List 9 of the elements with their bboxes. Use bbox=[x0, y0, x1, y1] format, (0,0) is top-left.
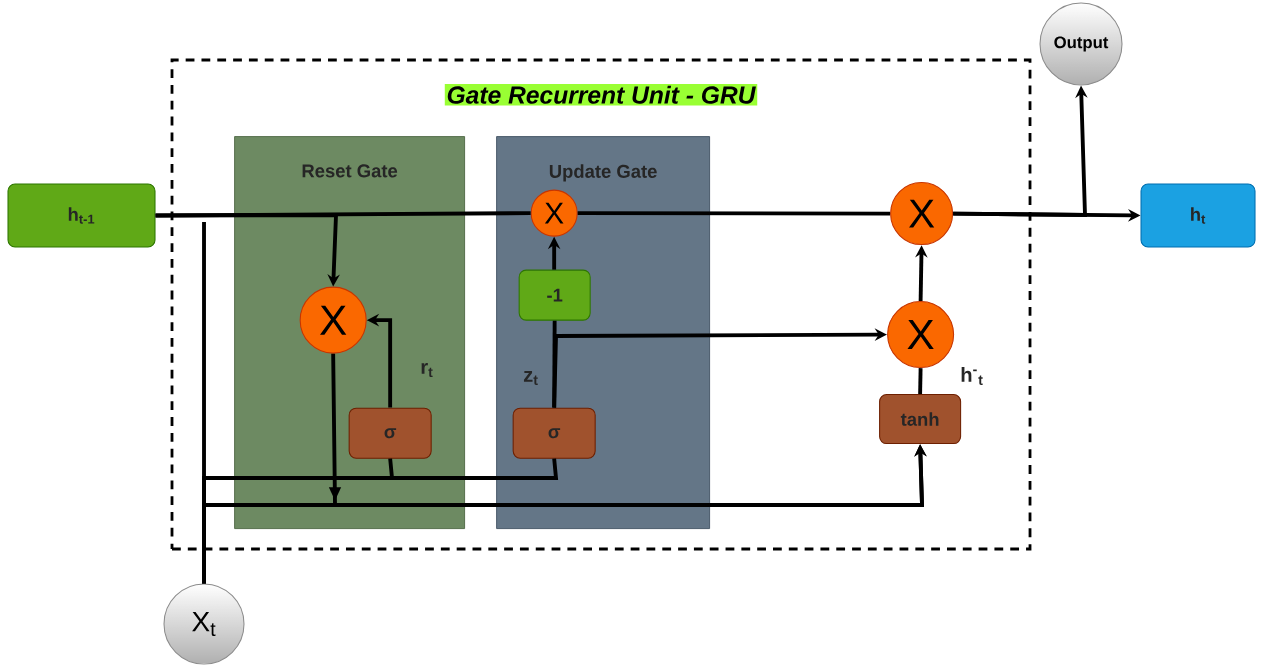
rounded-box: h$_{t-1}$ bbox=[7, 183, 156, 248]
edge-label: h$^{-}$t bbox=[961, 367, 983, 385]
edge-label: r$_{t}$ bbox=[421, 362, 433, 378]
rounded-box: -1 bbox=[518, 269, 591, 321]
rounded-box: tanh bbox=[879, 394, 962, 445]
rounded-box: h$_{t}$ bbox=[1140, 183, 1256, 248]
edge-label: z$_{t}$ bbox=[523, 371, 538, 385]
rounded-box: σ bbox=[512, 407, 596, 459]
rounded-box: σ bbox=[348, 407, 432, 459]
